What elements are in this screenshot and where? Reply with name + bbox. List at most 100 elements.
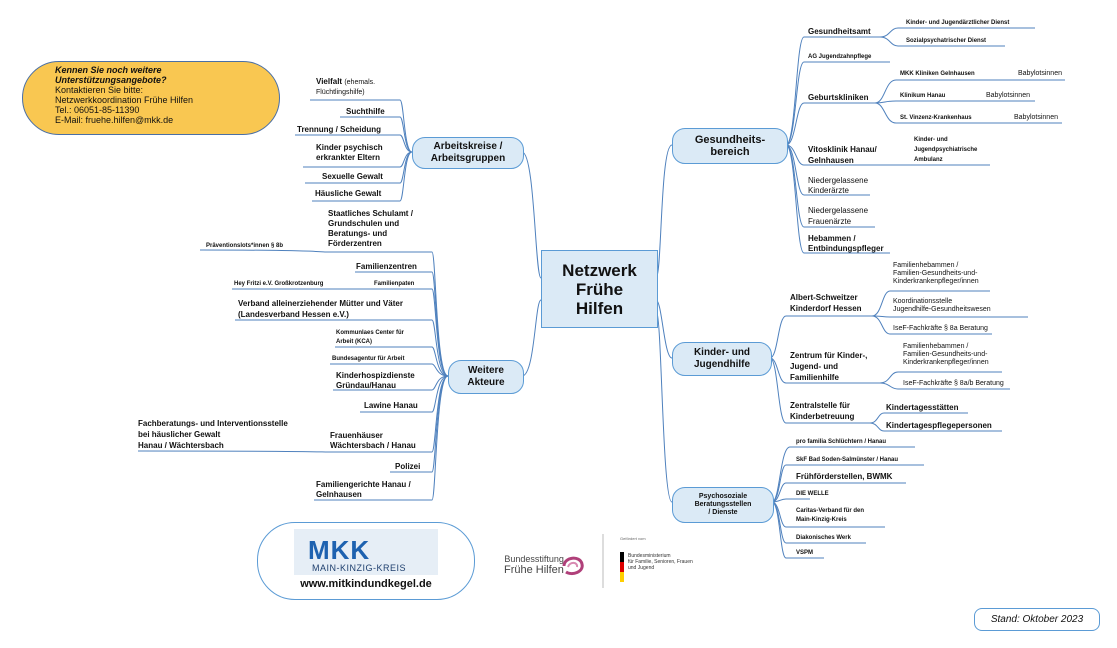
- hub-label: Weitere: [468, 365, 504, 376]
- hub-label: Arbeitsgruppen: [430, 153, 506, 164]
- leaf-familienzentren: Familienzentren: [356, 262, 417, 271]
- german-flag-icon: [620, 552, 624, 582]
- mkk-url[interactable]: www.mitkindundkegel.de: [300, 578, 432, 590]
- leaf-geburtskliniken: Geburtskliniken: [808, 93, 869, 102]
- leaf-pro-familia: pro familia Schlüchtern / Hanau: [796, 439, 887, 445]
- mkk-logo-box[interactable]: MKK MAIN-KINZIG-KREIS www.mitkindundkege…: [257, 522, 475, 600]
- leaf-ambulanz-1: Kinder- und: [914, 137, 948, 143]
- leaf-frauenhaeuser-1: Frauenhäuser: [330, 431, 383, 440]
- leaf-verband-2: (Landesverband Hessen e.V.): [238, 310, 349, 319]
- center-title-1: Netzwerk: [562, 260, 637, 280]
- leaf-babylotsinnen-1: Babylotsinnen: [1018, 70, 1062, 77]
- hub-label: Beratungsstellen: [694, 501, 752, 508]
- stiftung-swirl-icon: [562, 556, 584, 576]
- leaf-vitos-2: Gelnhausen: [808, 156, 854, 165]
- leaf-familienhebammen-1: Familienhebammen /Familien-Gesundheits-u…: [893, 262, 979, 285]
- leaf-zentrum-1: Zentrum für Kinder-,: [790, 351, 868, 360]
- leaf-praeventionslots: Präventionslots*innen § 8b: [206, 243, 284, 249]
- leaf-albert-1: Albert-Schweitzer: [790, 293, 858, 302]
- hub-label: Jugendhilfe: [693, 359, 751, 370]
- leaf-vielfalt-note: Flüchtlingshilfe): [316, 89, 365, 96]
- leaf-vielfalt: Vielfalt (ehemals.: [316, 77, 376, 86]
- leaf-kpe-1: Kinder psychisch: [316, 143, 383, 152]
- leaf-haeusliche-gewalt: Häusliche Gewalt: [315, 189, 382, 198]
- leaf-mkk-kliniken: MKK Kliniken Gelnhausen: [900, 71, 975, 77]
- leaf-fachberatung-1: Fachberatungs- und Interventionsstelle: [138, 419, 288, 428]
- leaf-fachberatung-2: bei häuslicher Gewalt: [138, 430, 221, 439]
- contact-box: Kennen Sie noch weitere Unterstützungsan…: [22, 61, 280, 135]
- leaf-caritas-2: Main-Kinzig-Kreis: [796, 517, 847, 523]
- contact-email[interactable]: E-Mail: fruehe.hilfen@mkk.de: [55, 115, 174, 125]
- leaf-familiengerichte-1: Familiengerichte Hanau /: [316, 480, 411, 489]
- leaf-kindertagespflege: Kindertagespflegepersonen: [886, 421, 992, 430]
- mkk-logo-background: [294, 529, 438, 575]
- contact-phone: Tel.: 06051-85-11390: [55, 105, 140, 115]
- leaf-polizei: Polizei: [395, 462, 421, 471]
- leaf-caritas-1: Caritas-Verband für den: [796, 508, 865, 514]
- leaf-diakonisches-werk: Diakonisches Werk: [796, 535, 851, 541]
- leaf-familiengerichte-2: Gelnhausen: [316, 490, 362, 499]
- center-title-2: Frühe: [575, 279, 624, 299]
- leaf-klinikum-hanau: Klinikum Hanau: [900, 93, 946, 99]
- contact-question: Kennen Sie noch weitere: [55, 65, 162, 75]
- leaf-kca-1: Kommunlaes Center für: [336, 330, 405, 336]
- leaf-babylotsinnen-3: Babylotsinnen: [1014, 114, 1058, 121]
- leaf-kinderaerzte-2: Kinderärzte: [808, 186, 849, 195]
- mkk-logo-subtitle: MAIN-KINZIG-KREIS: [312, 563, 407, 573]
- leaf-vinzenz: St. Vinzenz-Krankenhaus: [900, 115, 972, 121]
- leaf-zentrum-2: Jugend- und: [790, 362, 838, 371]
- leaf-hospiz-2: Gründau/Hanau: [336, 381, 397, 390]
- hub-gesundheitsbereich[interactable]: Gesundheits-bereich: [672, 128, 788, 164]
- leaf-zentralstelle-2: Kinderbetreuung: [790, 412, 855, 421]
- leaf-hospiz-1: Kinderhospizdienste: [336, 371, 415, 380]
- hub-arbeitskreise[interactable]: Arbeitskreise /Arbeitsgruppen: [412, 137, 524, 169]
- leaf-familienhebammen-2: Familienhebammen /Familien-Gesundheits-u…: [903, 343, 989, 366]
- leaf-trennung: Trennung / Scheidung: [297, 125, 381, 134]
- mkk-logo-text: MKK: [308, 535, 371, 565]
- leaf-frauenaerzte-2: Frauenärzte: [808, 217, 852, 226]
- hub-label: / Dienste: [708, 509, 738, 516]
- leaf-kca-2: Arbeit (KCA): [336, 339, 372, 345]
- leaf-skf: SkF Bad Soden-Salmünster / Hanau: [796, 457, 899, 463]
- leaf-sexuelle-gewalt: Sexuelle Gewalt: [322, 172, 383, 181]
- leaf-die-welle: DIE WELLE: [796, 491, 829, 497]
- leaf-vitos-1: Vitosklinik Hanau/: [808, 145, 877, 154]
- leaf-hebammen-2: Entbindungspfleger: [808, 244, 884, 253]
- leaf-suchthilfe: Suchthilfe: [346, 107, 385, 116]
- leaf-ambulanz-2: Jugendpsychiatrische: [914, 147, 978, 153]
- leaf-frauenaerzte-1: Niedergelassene: [808, 206, 869, 215]
- hub-label: Gesundheits-: [694, 134, 766, 146]
- leaf-bundesagentur: Bundesagentur für Arbeit: [332, 356, 405, 362]
- contact-name: Netzwerkkoordination Frühe Hilfen: [55, 95, 194, 105]
- hub-label: Kinder- und: [693, 347, 751, 358]
- leaf-hey-fritzi: Hey Fritzi e.V. Großkrotzenburg: [234, 281, 324, 287]
- hub-label: bereich: [710, 146, 750, 158]
- center-node: Netzwerk Frühe Hilfen: [541, 250, 658, 328]
- hub-label: Psychosoziale: [698, 493, 748, 500]
- stand-date-box: Stand: Oktober 2023: [974, 608, 1100, 631]
- contact-line: Kontaktieren Sie bitte:: [55, 85, 144, 95]
- leaf-verband-1: Verband alleinerziehender Mütter und Vät…: [238, 299, 403, 308]
- leaf-kpe-2: erkrankter Eltern: [316, 153, 381, 162]
- leaf-zentralstelle-1: Zentralstelle für: [790, 401, 851, 410]
- stiftung-logo-text: Bundesstiftung Frühe Hilfen: [504, 554, 564, 576]
- leaf-albert-2: Kinderdorf Hessen: [790, 304, 862, 313]
- leaf-familienpaten: Familienpaten: [374, 281, 415, 287]
- hub-label: Akteure: [467, 377, 505, 388]
- leaf-lawine: Lawine Hanau: [364, 401, 418, 410]
- hub-label: Arbeitskreise /: [433, 141, 503, 152]
- leaf-sozialpsych: Sozialpsychatrischer Dienst: [906, 38, 987, 44]
- leaf-isef-8a: IseF-Fachkräfte § 8a Beratung: [893, 325, 988, 332]
- leaf-fachberatung-3: Hanau / Wächtersbach: [138, 441, 224, 450]
- leaf-zentrum-3: Familienhilfe: [790, 373, 839, 382]
- leaf-fruehfoerderstellen: Frühförderstellen, BWMK: [796, 472, 893, 481]
- leaf-isef-8ab: IseF-Fachkräfte § 8a/b Beratung: [903, 380, 1004, 387]
- leaf-kj-dienst: Kinder- und Jugendärztlicher Dienst: [906, 20, 1010, 26]
